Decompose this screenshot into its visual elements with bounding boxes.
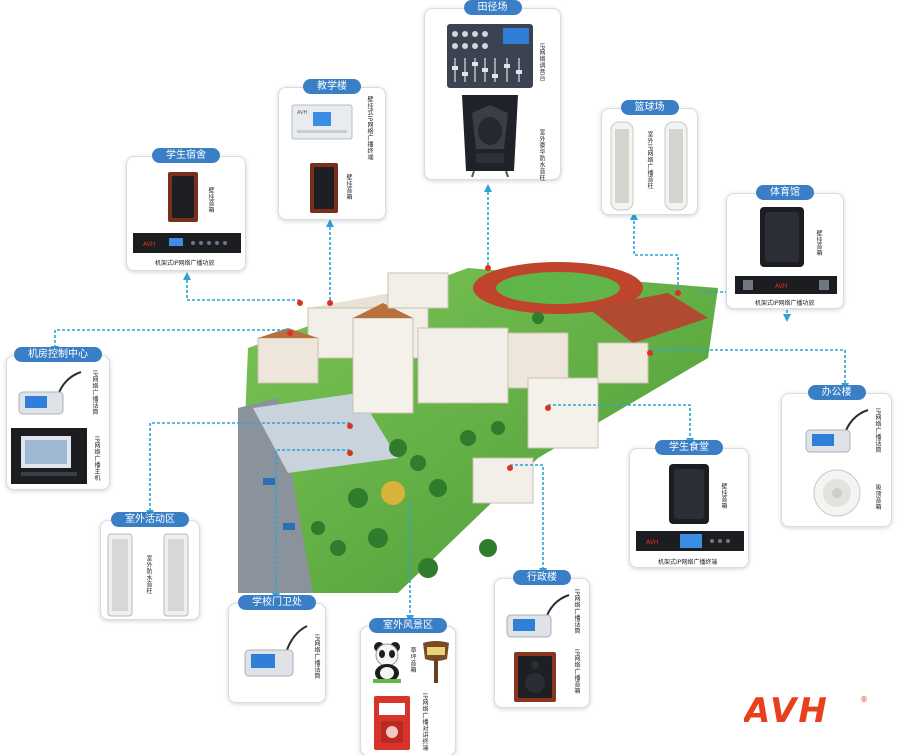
basketball-courts xyxy=(588,293,708,343)
fountain xyxy=(381,481,405,505)
ip-mixer-icon xyxy=(447,24,533,88)
campus-map xyxy=(238,262,718,593)
outdoor-column-speaker-icon xyxy=(107,533,133,617)
brand-text: AVH xyxy=(297,110,308,116)
card-title: 办公楼 xyxy=(807,385,866,400)
card-basketball-court: 篮球场 室外IP网络广播音柱 xyxy=(601,100,698,215)
card-title: 体育馆 xyxy=(756,185,814,200)
wall-ip-terminal-icon: AVH xyxy=(291,104,353,140)
card-title: 篮球场 xyxy=(620,100,679,115)
ip-microphone-icon xyxy=(18,371,82,415)
device-label: 室外豪华防水音柱 xyxy=(538,129,545,181)
signpost-lawn-speaker-icon xyxy=(423,641,449,683)
card-title: 室外风景区 xyxy=(369,618,447,633)
registered-mark: ® xyxy=(860,695,868,704)
device-label: IP网络调音台 xyxy=(538,43,545,82)
card-title: 室外活动区 xyxy=(111,512,189,527)
ip-broadcast-host-icon xyxy=(11,428,87,484)
device-label: 室外IP网络广播音柱 xyxy=(646,131,653,190)
device-label: 壁挂音箱 xyxy=(207,187,214,213)
avh-logo: AVH ® xyxy=(744,692,868,726)
card-outdoor-scenic: 室外风景区 草坪音箱 IP网络广播对讲终端 xyxy=(360,618,456,755)
logo-text: AVH xyxy=(744,692,829,726)
card-outdoor-activity: 室外活动区 室外防水音柱 xyxy=(100,512,200,620)
card-title: 田径场 xyxy=(463,0,522,15)
brand-text: AVH xyxy=(646,539,658,546)
card-track-field: 田径场 IP网络调音台 室外豪华防水音柱 xyxy=(424,0,561,181)
rack-ip-terminal-icon: AVH xyxy=(636,531,744,551)
rack-amplifier-icon: AVH xyxy=(133,233,241,253)
device-label: 草坪音箱 xyxy=(409,647,416,673)
device-label: 机架式IP网络广播功放 xyxy=(755,300,815,307)
device-label: IP网络广播话筒 xyxy=(874,408,881,454)
brand-text: AVH xyxy=(143,241,155,248)
device-label: 机架式IP网络广播终端 xyxy=(658,559,718,566)
card-title: 学生宿舍 xyxy=(152,148,220,163)
device-label: IP网络广播话筒 xyxy=(573,589,580,635)
card-admin-building: 行政楼 IP网络广播话筒 IP网络广播音箱 xyxy=(494,570,590,708)
brand-text: AVH xyxy=(775,283,787,290)
card-gymnasium: 体育馆 壁挂音箱 AVH 机架式IP网络广播功放 xyxy=(726,185,844,309)
device-label: IP网络广播音箱 xyxy=(573,649,580,695)
car xyxy=(283,523,295,530)
outdoor-column-speaker-icon xyxy=(163,533,189,617)
panda-lawn-speaker-icon xyxy=(373,642,401,683)
device-label: 壁挂音箱 xyxy=(345,174,352,200)
card-teaching-building: 教学楼 AVH 壁挂式IP网络广播终端 壁挂音箱 xyxy=(278,79,386,220)
football-field xyxy=(496,272,620,304)
card-control-center: 机房控制中心 IP网络广播话筒 IP网络广播主机 xyxy=(6,347,110,490)
wall-speaker-icon xyxy=(168,172,198,222)
device-label: 室外防水音柱 xyxy=(145,555,152,594)
device-label: 壁挂音箱 xyxy=(720,483,727,509)
device-label: 壁挂音箱 xyxy=(815,230,822,256)
card-title: 行政楼 xyxy=(513,570,571,585)
rack-amplifier-icon: AVH xyxy=(735,276,837,294)
card-student-dorm: 学生宿舍 壁挂音箱 AVH 机架式IP网络广播功放 xyxy=(126,148,246,271)
card-school-gate: 学校门卫处 IP网络广播话筒 xyxy=(228,595,326,703)
outdoor-column-speaker-icon xyxy=(610,121,634,211)
card-title: 机房控制中心 xyxy=(14,347,102,362)
device-label: IP网络广播话筒 xyxy=(313,634,320,680)
card-title: 学校门卫处 xyxy=(238,595,316,610)
ip-intercom-terminal-icon xyxy=(374,696,410,750)
outdoor-column-speaker-icon xyxy=(664,121,688,211)
wall-speaker-icon xyxy=(669,464,709,524)
card-title: 教学楼 xyxy=(303,79,361,94)
card-office-building: 办公楼 IP网络广播话筒 吸顶音箱 xyxy=(781,385,892,527)
ip-microphone-icon xyxy=(506,594,570,638)
ip-bookshelf-speaker-icon xyxy=(514,652,556,702)
wall-speaker-icon xyxy=(760,207,804,267)
ceiling-speaker-icon xyxy=(813,469,861,517)
ip-microphone-icon xyxy=(805,409,869,453)
waterproof-column-speaker-icon xyxy=(462,95,518,178)
card-title: 学生食堂 xyxy=(655,440,723,455)
device-label: IP网络广播主机 xyxy=(93,436,100,482)
device-label: IP网络广播对讲终端 xyxy=(421,693,428,752)
card-student-canteen: 学生食堂 壁挂音箱 AVH 机架式IP网络广播终端 xyxy=(629,440,749,568)
wall-speaker-icon xyxy=(310,163,338,213)
device-label: 吸顶音箱 xyxy=(874,484,881,510)
ip-microphone-icon xyxy=(244,625,308,677)
device-label: 壁挂式IP网络广播终端 xyxy=(366,96,373,161)
device-label: 机架式IP网络广播功放 xyxy=(155,260,215,267)
device-label: IP网络广播话筒 xyxy=(91,370,98,416)
car xyxy=(263,478,275,485)
